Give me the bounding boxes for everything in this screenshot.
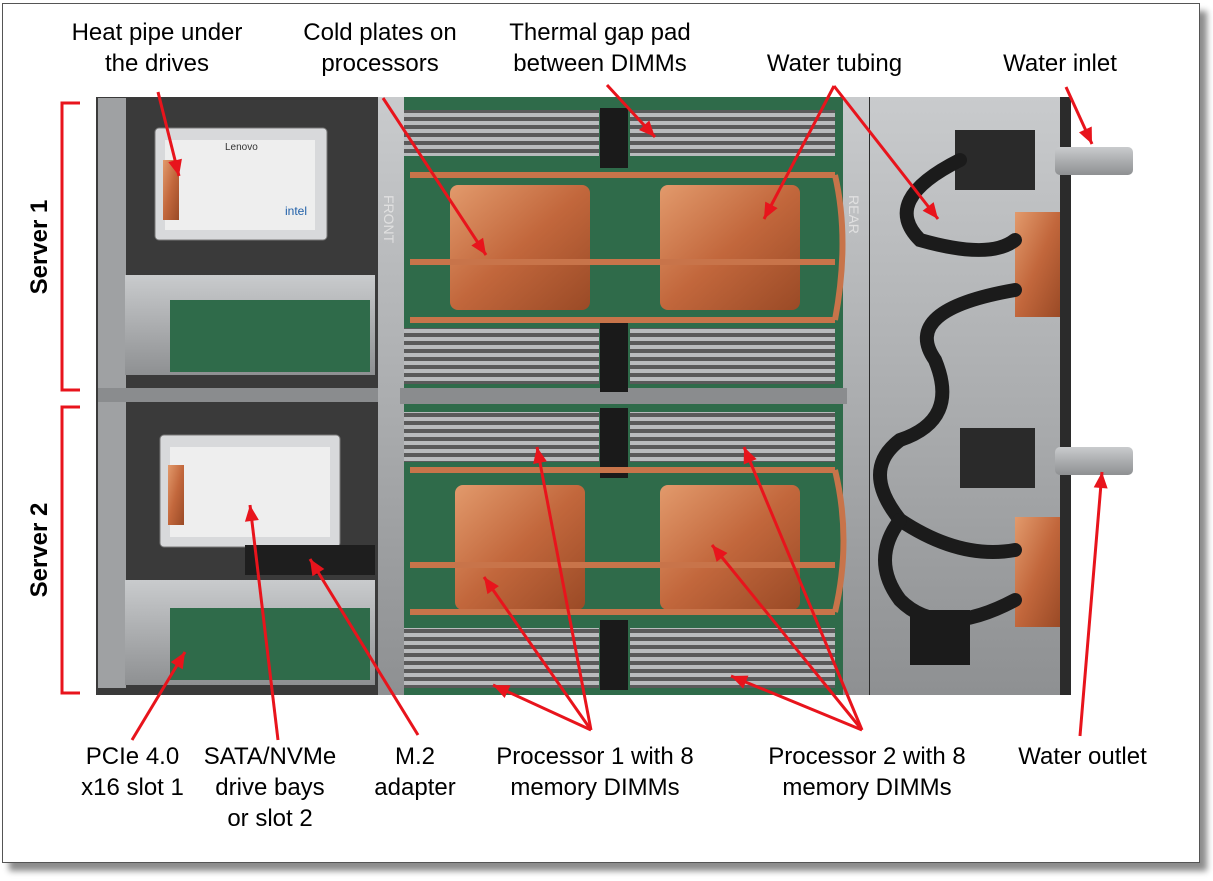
arrowhead bbox=[1093, 472, 1108, 489]
arrowhead bbox=[764, 201, 778, 219]
dimm-bank bbox=[404, 110, 599, 156]
label-water-tubing: Water tubing bbox=[766, 50, 903, 77]
water-manifold bbox=[1015, 212, 1060, 317]
arrow-proc1-c bbox=[492, 683, 592, 732]
label-water-outlet: Water outlet bbox=[1018, 743, 1147, 770]
arrow-cold-plates bbox=[381, 97, 488, 256]
intel-mark: intel bbox=[285, 204, 307, 218]
arrowhead bbox=[922, 202, 938, 219]
arrow-proc1-b bbox=[482, 576, 593, 731]
arrowhead bbox=[170, 652, 185, 670]
arrow-outlet bbox=[1078, 471, 1104, 737]
arrowhead bbox=[731, 675, 749, 689]
label-pcie-slot: PCIe 4.0 x16 slot 1 bbox=[81, 743, 184, 801]
arrowhead bbox=[471, 237, 486, 255]
rear-mark: REAR bbox=[846, 195, 862, 234]
arrowhead bbox=[484, 577, 499, 595]
front-mark: FRONT bbox=[381, 195, 397, 244]
label-cold-plates: Cold plates on processors bbox=[303, 19, 457, 77]
label-proc2: Processor 2 with 8 memory DIMMs bbox=[768, 743, 966, 801]
arrowhead bbox=[244, 505, 259, 522]
cold-plate bbox=[450, 185, 590, 310]
label-heat-pipe: Heat pipe under the drives bbox=[71, 19, 243, 77]
arrowhead bbox=[533, 447, 547, 465]
arrowhead bbox=[493, 685, 511, 699]
arrowhead bbox=[743, 447, 757, 465]
arrow-tubing-a bbox=[762, 85, 836, 220]
inlet-fitting bbox=[1055, 147, 1133, 175]
arrow-drive-bays bbox=[248, 504, 280, 741]
label-water-inlet: Water inlet bbox=[1003, 50, 1117, 77]
label-server2: Server 2 bbox=[26, 502, 53, 598]
label-server1: Server 1 bbox=[26, 199, 53, 295]
arrow-m2 bbox=[308, 558, 420, 736]
arrowhead bbox=[310, 559, 325, 577]
label-drive-bays: SATA/NVMe drive bays or slot 2 bbox=[203, 743, 337, 832]
server2-bracket bbox=[60, 405, 80, 695]
arrow-tubing-b bbox=[832, 85, 940, 220]
arrow-proc1-a bbox=[535, 446, 593, 731]
arrowhead bbox=[639, 120, 655, 137]
arrowhead bbox=[168, 158, 182, 176]
server1-bracket bbox=[60, 101, 80, 392]
water-tube bbox=[899, 153, 1022, 257]
label-thermal-pad: Thermal gap pad between DIMMs bbox=[509, 19, 691, 77]
arrowhead bbox=[1078, 126, 1092, 144]
brand-mark: Lenovo bbox=[225, 142, 258, 153]
arrowhead bbox=[712, 545, 728, 562]
label-m2-adapter: M.2 adapter bbox=[374, 743, 456, 801]
arrow-proc2-c bbox=[730, 674, 863, 732]
label-proc1: Processor 1 with 8 memory DIMMs bbox=[496, 743, 694, 801]
arrow-proc2-b bbox=[710, 544, 864, 731]
arrow-pcie bbox=[130, 651, 187, 741]
arrow-proc2-a bbox=[742, 446, 864, 731]
outlet-fitting bbox=[1055, 447, 1133, 475]
